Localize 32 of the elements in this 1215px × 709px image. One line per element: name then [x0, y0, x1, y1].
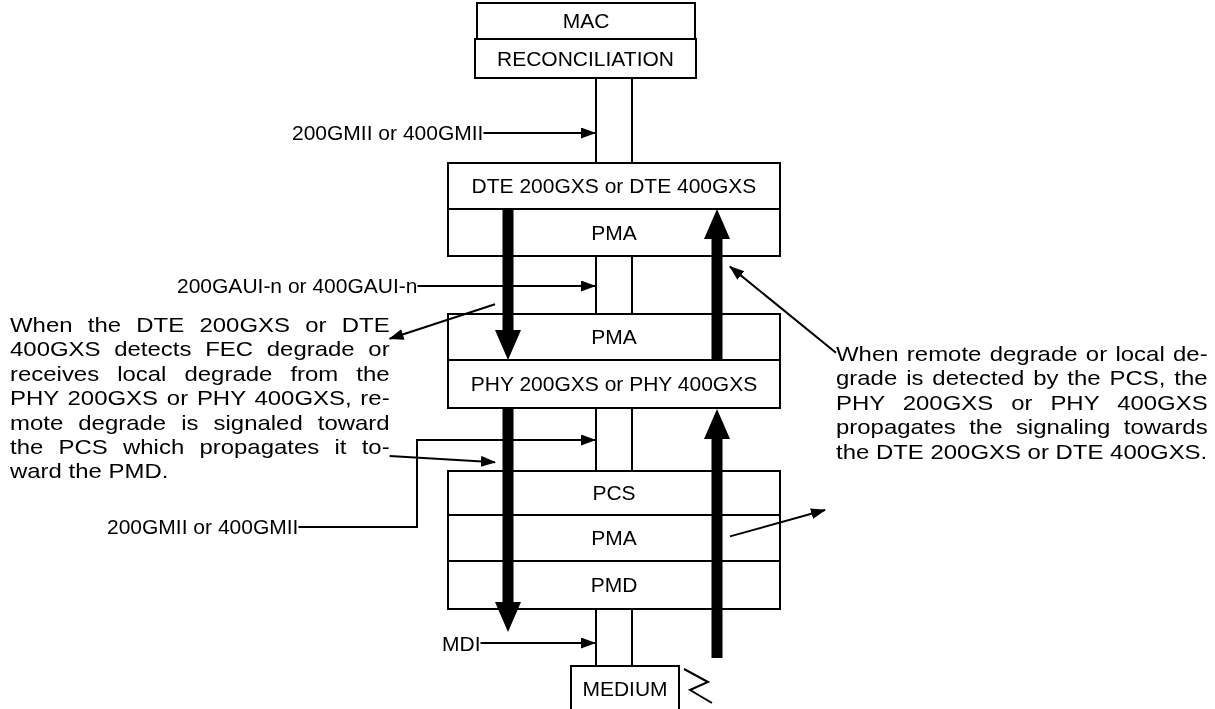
layer-box: DTE 200GXS or DTE 400GXS	[447, 162, 781, 210]
layer-box: MAC	[476, 2, 696, 40]
interface-label: MDI	[442, 632, 481, 656]
pointer-arrow	[729, 265, 837, 354]
pointer-arrow	[297, 434, 596, 528]
layer-box: PMA	[447, 208, 781, 257]
pointer-arrow	[388, 455, 496, 467]
medium-box: MEDIUM	[570, 665, 680, 709]
pointer-arrow	[729, 508, 826, 538]
layer-box: PMA	[447, 514, 781, 562]
layer-box: RECONCILIATION	[474, 38, 697, 79]
pointer-arrow	[416, 280, 596, 292]
layer-box: PCS	[447, 470, 781, 516]
interface-link	[595, 409, 633, 470]
signal-flow-arrow	[495, 209, 521, 360]
layer-box: PHY 200GXS or PHY 400GXS	[447, 359, 781, 409]
layer-box: PMD	[447, 560, 781, 610]
signal-flow-arrow	[704, 409, 730, 658]
interface-label: 200GMII or 400GMII	[107, 515, 299, 539]
layer-box: PMA	[447, 313, 781, 361]
signal-flow-arrow	[495, 409, 521, 632]
interface-label: 200GMII or 400GMII	[292, 121, 484, 145]
pointer-arrow	[482, 127, 596, 139]
interface-link	[595, 257, 633, 313]
interface-label: 200GAUI-n or 400GAUI-n	[177, 274, 418, 298]
note-text: When the DTE 200GXS or DTE 400GXS detects FEC degrade or receives local degrade from the PHY 200GXS or PHY 400GXS, re- mote degrade is signaled toward the PCS which propagates it to- ward the PMD.	[10, 313, 390, 484]
signal-flow-arrow	[704, 209, 730, 360]
pointer-arrow	[479, 637, 596, 649]
pointer-arrow	[388, 303, 496, 340]
interface-link	[595, 79, 633, 162]
note-text: When remote degrade or local de- grade is detected by the PCS, the PHY 200GXS or PHY 400GXS propagates the signaling towards the DTE 200GXS or DTE 400GXS.	[836, 342, 1208, 465]
interface-link	[595, 610, 633, 665]
